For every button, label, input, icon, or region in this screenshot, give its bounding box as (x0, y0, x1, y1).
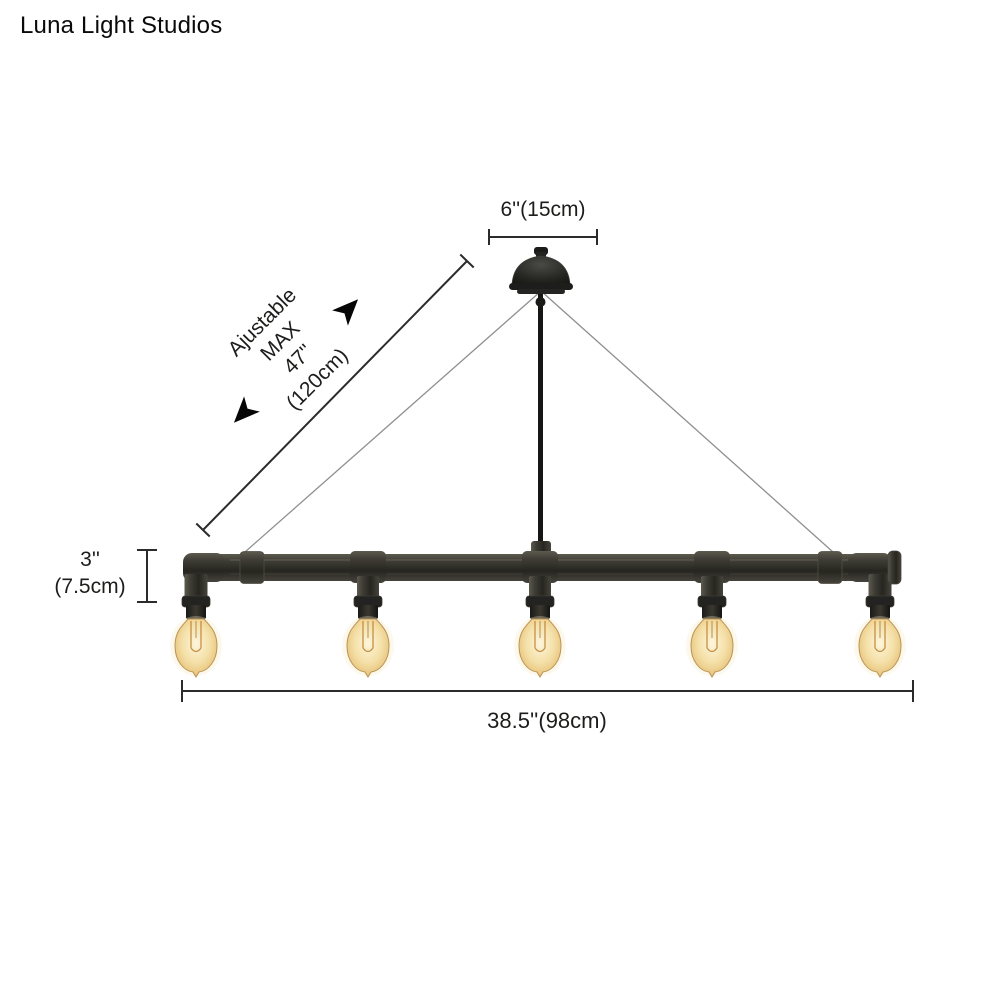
bulb (169, 595, 223, 678)
pipe-height-label-cm: (7.5cm) (54, 575, 125, 598)
canopy-width-label: 6''(15cm) (500, 198, 585, 221)
tee-joint (694, 551, 730, 602)
pipe-coupling-left (239, 551, 265, 584)
pipe-fixture (183, 541, 902, 602)
support-wire-left (244, 290, 542, 553)
ceiling-canopy (509, 247, 573, 294)
tee-joint (350, 551, 386, 602)
adjustable-height-label: Ajustable MAX 47'' (120cm) (224, 284, 353, 415)
canopy-width-dimension (488, 229, 598, 245)
fixture-width-dimension (181, 680, 914, 702)
end-cap (887, 550, 902, 585)
pipe-coupling-right (817, 551, 843, 584)
adjustable-arrow-up-icon (332, 291, 366, 326)
bulb (685, 595, 739, 678)
tee-joint (522, 551, 558, 602)
adjustable-height-dimension (195, 253, 475, 538)
brand-title: Luna Light Studios (20, 12, 223, 39)
hanging-rod (535, 290, 546, 556)
right-elbow (848, 550, 902, 600)
fixture-width-label: 38.5''(98cm) (487, 708, 607, 733)
adjustable-arrow-down-icon (226, 396, 260, 431)
support-wire-right (540, 290, 834, 553)
bulb (513, 595, 567, 678)
pipe-height-label-inches: 3'' (80, 548, 100, 571)
pipe-height-dimension (137, 549, 157, 603)
left-elbow (183, 553, 225, 600)
bulb (341, 595, 395, 678)
bulb (853, 595, 907, 678)
